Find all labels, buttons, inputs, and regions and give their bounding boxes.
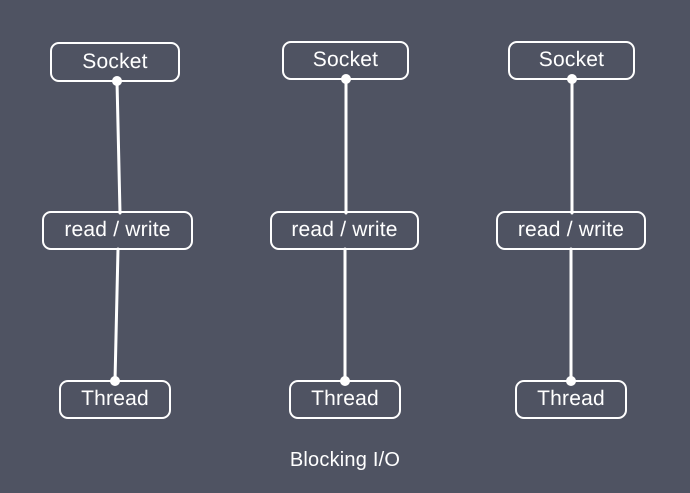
diagram-caption: Blocking I/O — [0, 449, 690, 472]
socket-node-2[interactable]: Socket — [282, 41, 409, 80]
readwrite-node-3[interactable]: read / write — [496, 211, 646, 250]
thread-node-label: Thread — [81, 387, 149, 410]
thread-node-2[interactable]: Thread — [289, 380, 401, 419]
thread-node-label: Thread — [537, 387, 605, 410]
thread-node-1[interactable]: Thread — [59, 380, 171, 419]
readwrite-node-label: read / write — [64, 218, 171, 241]
socket-node-label: Socket — [312, 48, 379, 71]
readwrite-node-1[interactable]: read / write — [42, 211, 193, 250]
connector-readwrite-to-thread-1 — [113, 247, 120, 383]
diagram-caption-text: Blocking I/O — [289, 449, 401, 471]
connector-socket-to-readwrite-1 — [115, 79, 122, 215]
socket-node-3[interactable]: Socket — [508, 41, 635, 80]
readwrite-node-label: read / write — [291, 218, 398, 241]
socket-node-1[interactable]: Socket — [50, 42, 180, 82]
readwrite-node-label: read / write — [517, 218, 625, 241]
socket-node-label: Socket — [82, 49, 148, 73]
readwrite-node-2[interactable]: read / write — [270, 211, 419, 250]
thread-node-3[interactable]: Thread — [515, 380, 627, 419]
socket-node-label: Socket — [538, 48, 605, 71]
thread-node-label: Thread — [311, 387, 379, 410]
